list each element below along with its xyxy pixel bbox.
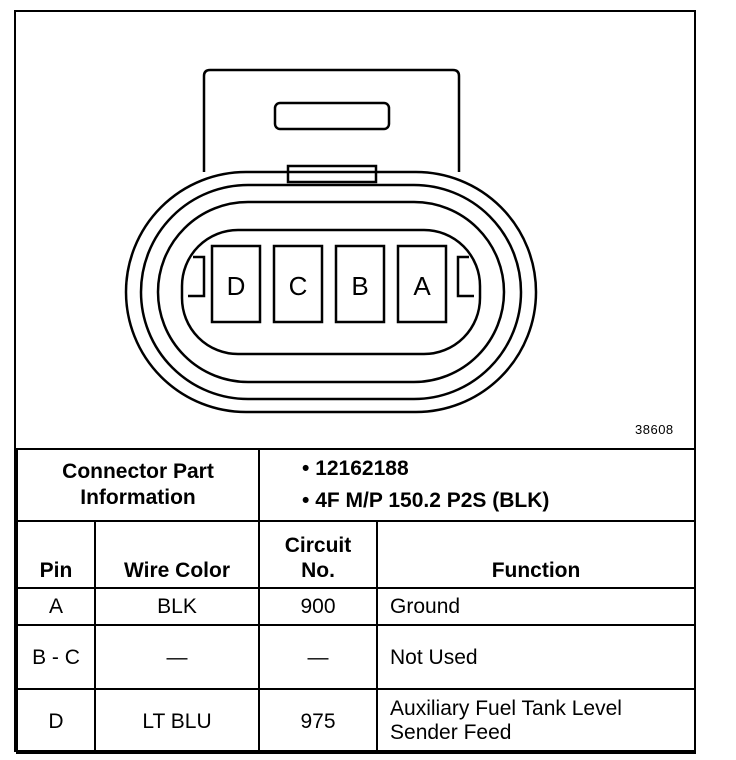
header-function: Function xyxy=(376,520,697,589)
pin-cell: B - C xyxy=(16,624,96,690)
pin-terminal xyxy=(334,244,386,324)
figure-number: 38608 xyxy=(635,422,674,437)
wire-color-cell: BLK xyxy=(93,587,261,626)
function-cell: Not Used xyxy=(376,624,697,690)
circuit-cell: 900 xyxy=(258,587,379,626)
left-key xyxy=(188,255,206,298)
part-info-item: • 12162188 xyxy=(302,457,409,480)
table-row: A BLK 900 Ground xyxy=(16,587,697,626)
latch-slot xyxy=(273,101,391,131)
connector-body-mid xyxy=(139,183,523,401)
pin-cell: D xyxy=(16,688,96,754)
pin-cavity xyxy=(180,228,482,356)
header-pin: Pin xyxy=(16,520,96,589)
part-info-row: Connector Part Information • 12162188 • … xyxy=(15,448,697,522)
part-info-item: • 4F M/P 150.2 P2S (BLK) xyxy=(302,489,550,512)
header-circuit-no: Circuit No. xyxy=(258,520,379,589)
wire-color-cell: LT BLU xyxy=(93,688,261,754)
wire-color-cell: — xyxy=(93,624,261,690)
connector-body-outer xyxy=(124,170,538,414)
pin-terminal xyxy=(210,244,262,324)
pin-terminal xyxy=(272,244,324,324)
part-info-values: • 12162188 • 4F M/P 150.2 P2S (BLK) xyxy=(258,448,697,522)
pinout-frame: D C B A 38608 Connector Part Information… xyxy=(14,10,697,754)
right-key xyxy=(456,255,474,298)
pin-label-a: A xyxy=(413,271,431,301)
latch-base xyxy=(286,164,378,184)
pin-label-d: D xyxy=(227,271,246,301)
pin-label-c: C xyxy=(289,271,308,301)
header-wire-color: Wire Color xyxy=(93,520,261,589)
function-cell: Auxiliary Fuel Tank Level Sender Feed xyxy=(376,688,697,754)
pin-cell: A xyxy=(16,587,96,626)
circuit-cell: 975 xyxy=(258,688,379,754)
table-row: B - C — — Not Used xyxy=(16,624,697,690)
function-cell: Ground xyxy=(376,587,697,626)
pin-terminal xyxy=(396,244,448,324)
pin-label-b: B xyxy=(351,271,368,301)
circuit-cell: — xyxy=(258,624,379,690)
connector-face xyxy=(156,200,506,384)
table-row: D LT BLU 975 Auxiliary Fuel Tank Level S… xyxy=(16,688,697,754)
connector-latch xyxy=(202,68,461,172)
pinout-table: Connector Part Information • 12162188 • … xyxy=(15,448,697,754)
part-info-label: Connector Part Information xyxy=(15,448,261,522)
connector-diagram: D C B A xyxy=(124,68,538,414)
header-row: Pin Wire Color Circuit No. Function xyxy=(16,520,697,589)
